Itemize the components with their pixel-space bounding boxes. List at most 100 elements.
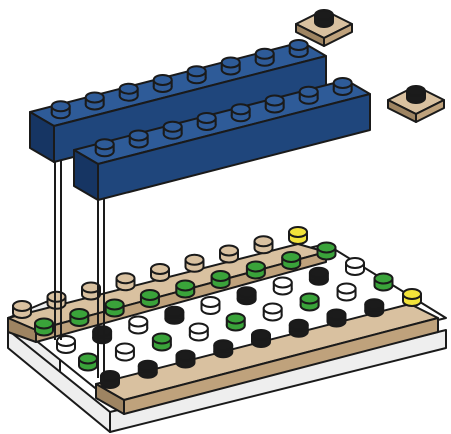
stud-top [70,309,88,319]
stud-top [255,236,273,246]
base-stud [274,278,292,295]
stud-top [141,290,159,300]
stud-top [52,101,70,111]
base-stud [129,317,147,334]
blue-plate-stud [188,66,206,83]
stud-top [139,361,157,371]
stud-top [96,139,114,149]
base-stud [338,284,356,301]
base-assembly [8,227,446,432]
base-stud [214,340,232,357]
base-stud [247,262,265,279]
stud-top [315,10,333,20]
base-stud [117,273,135,290]
base-stud [264,304,282,321]
blue-plate-stud [154,75,172,92]
base-stud [116,344,134,361]
stud-top [282,252,300,262]
base-stud [289,227,307,244]
stud-top [154,75,172,85]
stud-top [13,301,31,311]
base-stud [70,309,88,326]
stud-top [165,307,183,317]
blue-plate-stud [256,49,274,66]
stud-top [289,227,307,237]
base-stud [141,290,159,307]
base-stud [346,258,364,275]
base-stud [282,252,300,269]
base-stud [177,351,195,368]
base-stud [48,292,66,309]
stud-top [318,243,336,253]
base-stud [403,289,421,306]
tan-tile-stud [407,86,425,103]
base-stud [153,334,171,351]
stud-top [151,264,169,274]
stud-top [338,284,356,294]
blue-plate-stud [96,139,114,156]
tan-tile-stud [315,10,333,27]
stud-top [301,294,319,304]
base-stud [190,324,208,341]
tan-tile-front [388,86,444,122]
stud-top [238,287,256,297]
base-stud [310,268,328,285]
base-stud [220,246,238,263]
stud-top [79,354,97,364]
base-stud [318,243,336,260]
stud-top [264,304,282,314]
stud-top [310,268,328,278]
stud-top [106,300,124,310]
base-stud [255,236,273,253]
base-stud [365,299,383,316]
stud-top [328,310,346,320]
stud-top [129,317,147,327]
base-stud [290,320,308,337]
base-stud [13,301,31,318]
base-stud [328,310,346,327]
stud-top [198,113,216,123]
blue-plate-stud [290,40,308,57]
stud-top [407,86,425,96]
stud-top [117,273,135,283]
stud-top [164,122,182,132]
base-stud [238,287,256,304]
blue-plate-stud [266,95,284,112]
stud-top [86,92,104,102]
blue-plate-stud [164,122,182,139]
stud-top [290,320,308,330]
stud-top [403,289,421,299]
stud-top [346,258,364,268]
stud-top [247,262,265,272]
stud-top [120,84,138,94]
stud-top [227,314,245,324]
stud-top [186,255,204,265]
stud-top [256,49,274,59]
base-stud [375,274,393,291]
stud-top [190,324,208,334]
stud-top [290,40,308,50]
stud-top [375,274,393,284]
stud-top [57,336,75,346]
base-stud [57,336,75,353]
blue-plate-stud [334,78,352,95]
stud-top [365,299,383,309]
base-stud [227,314,245,331]
stud-top [130,130,148,140]
base-stud [93,326,111,343]
blue-plate-stud [222,57,240,74]
base-stud [106,300,124,317]
stud-top [176,281,194,291]
stud-top [188,66,206,76]
base-stud [186,255,204,272]
stud-top [252,330,270,340]
blue-plate-stud [130,130,148,147]
base-stud [165,307,183,324]
stud-top [222,57,240,67]
stud-top [212,271,230,281]
stud-top [274,278,292,288]
upper-bricks-assembly [30,10,444,200]
base-stud [202,297,220,314]
stud-top [202,297,220,307]
base-stud [212,271,230,288]
